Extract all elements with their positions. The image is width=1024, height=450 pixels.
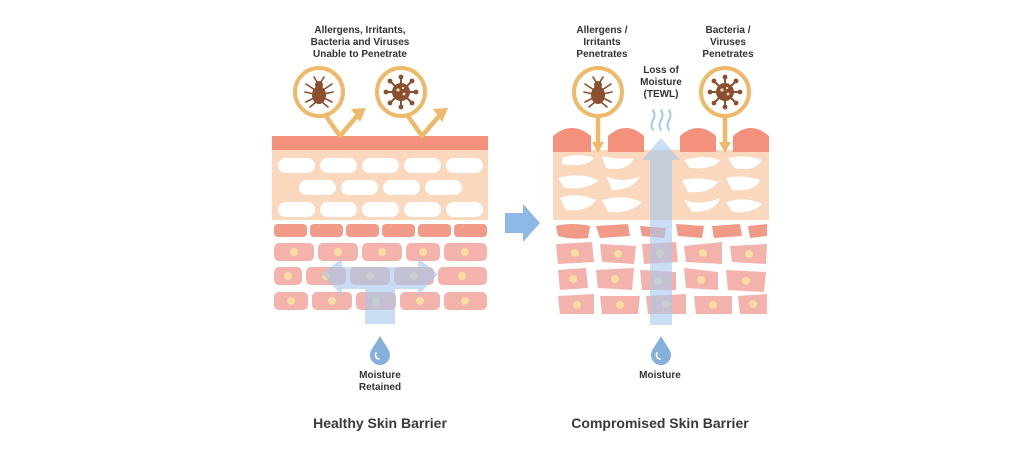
virus-icon <box>706 73 744 111</box>
compromised-surface-scales <box>553 128 769 152</box>
healthy-corneocytes <box>278 158 483 217</box>
compromised-title: Compromised Skin Barrier <box>571 415 749 431</box>
penetration-arrowheads <box>592 142 731 153</box>
arrow-right-icon <box>505 204 540 242</box>
compromised-skin <box>553 66 769 366</box>
compromised-corneocytes <box>558 155 762 213</box>
virus-icon <box>382 73 420 111</box>
compromised-virus-badge <box>699 66 751 118</box>
evaporation-waves <box>650 109 672 131</box>
compromised-moisture-label: Moisture <box>639 370 681 381</box>
water-drop-icon <box>369 335 391 366</box>
healthy-surface-layer <box>272 136 488 150</box>
compromised-mite-badge <box>572 66 624 118</box>
moisture-loss-arrow <box>642 138 680 325</box>
healthy-mite-badge <box>293 66 345 118</box>
healthy-skin <box>272 66 488 366</box>
water-drop-icon <box>650 335 672 366</box>
healthy-moisture-label: Moisture Retained <box>358 370 402 393</box>
healthy-virus-badge <box>375 66 427 118</box>
compromised-living-cells <box>556 224 767 314</box>
deflect-arrows <box>320 109 442 139</box>
healthy-title: Healthy Skin Barrier <box>313 415 447 431</box>
compromised-tewl-label: Loss of Moisture (TEWL) <box>640 65 682 100</box>
compromised-bacteria-label: Bacteria / Viruses Penetrates <box>702 25 754 60</box>
compromised-allergens-label: Allergens / Irritants Penetrates <box>576 25 628 60</box>
moisture-retained-arrow <box>322 258 438 324</box>
healthy-caption: Allergens, Irritants, Bacteria and Virus… <box>310 25 410 60</box>
